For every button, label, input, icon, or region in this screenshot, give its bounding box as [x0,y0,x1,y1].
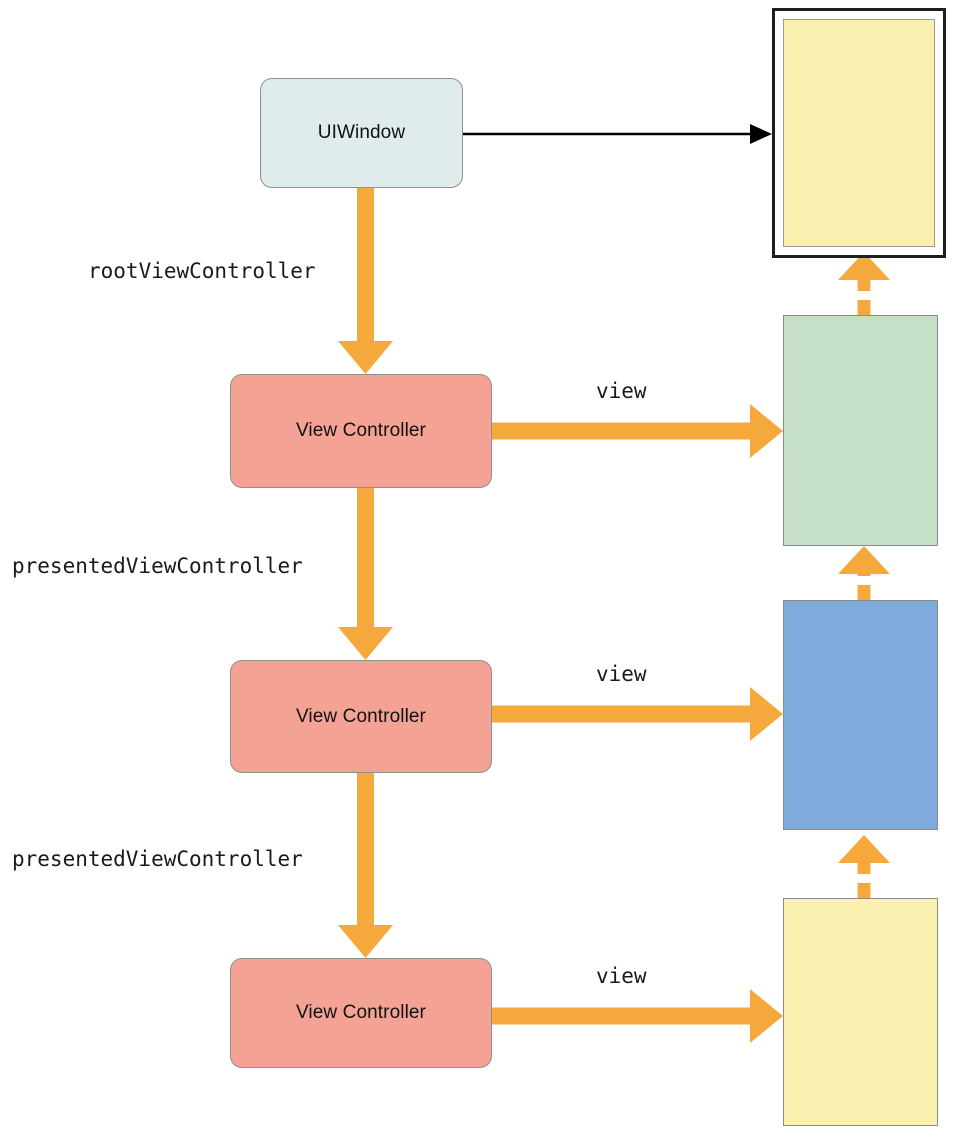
view-yellow [783,898,938,1126]
view-window-frame-inner [783,19,935,247]
arrow-view-1 [492,404,783,458]
arrow-presented-view-controller-2 [338,773,393,958]
node-view-controller-1[interactable]: View Controller [230,374,492,488]
arrow-blue-to-green-dashed [838,546,890,600]
arrow-green-to-frame-dashed [838,252,890,315]
edge-label-view-3: view [596,964,647,988]
arrow-root-view-controller [338,188,393,374]
edge-label-presented-view-controller-1: presentedViewController [12,554,303,578]
arrow-presented-view-controller-1 [338,488,393,660]
arrow-window-to-frame [463,124,772,144]
edge-label-presented-view-controller-2: presentedViewController [12,847,303,871]
arrow-view-3 [492,989,783,1043]
arrow-yellow-to-blue-dashed [838,835,890,898]
view-blue [783,600,938,830]
edge-label-root-view-controller: rootViewController [88,259,316,283]
view-window-frame [772,8,946,258]
arrow-view-2 [492,687,783,741]
node-view-controller-2-label: View Controller [296,705,426,727]
view-green [783,315,938,546]
node-uiwindow-label: UIWindow [317,122,406,143]
node-view-controller-2[interactable]: View Controller [230,660,492,773]
node-view-controller-3-label: View Controller [296,1002,426,1023]
node-view-controller-1-label: View Controller [296,420,426,441]
edge-label-view-2: view [596,662,647,686]
node-uiwindow[interactable]: UIWindow [260,78,463,188]
edge-label-view-1: view [596,379,647,403]
node-view-controller-3[interactable]: View Controller [230,958,492,1068]
